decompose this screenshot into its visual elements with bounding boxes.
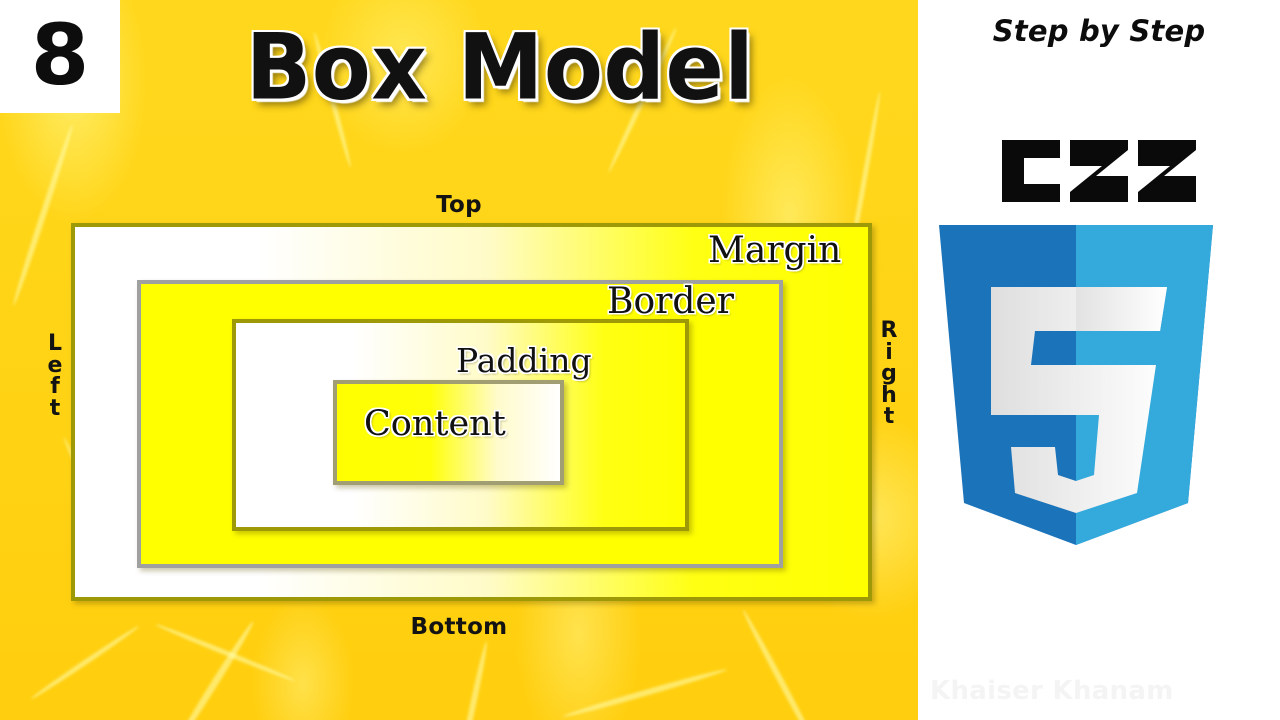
edge-label-top: Top: [436, 192, 482, 218]
page-title: Box Model: [150, 8, 850, 128]
edge-label-right-char: h: [881, 382, 897, 408]
edge-label-left-char: L: [47, 331, 63, 356]
box-layer-content: [333, 380, 564, 485]
edge-label-right-char: g: [881, 361, 897, 387]
edge-label-right-char: i: [885, 339, 893, 365]
edge-label-left-char: e: [47, 352, 63, 378]
css-wordmark-icon: [918, 140, 1280, 202]
page-title-text: Box Model: [245, 15, 755, 122]
edge-label-left: L e f t: [38, 333, 72, 419]
box-label-padding: Padding: [456, 341, 592, 380]
watermark: Khaiser Khanam: [930, 676, 1174, 706]
edge-label-right-char: t: [883, 404, 895, 430]
edge-label-left-char: f: [50, 374, 60, 400]
css3-shield-logo: [931, 225, 1221, 545]
slide-number-badge: 8: [0, 0, 120, 113]
edge-label-right-char: R: [880, 318, 898, 343]
edge-label-bottom: Bottom: [410, 614, 508, 640]
box-label-margin: Margin: [708, 230, 842, 271]
box-model-diagram: Top Bottom L e f t R i g h t Margin Bord…: [0, 180, 918, 670]
edge-label-left-char: t: [49, 395, 61, 421]
edge-label-right: R i g h t: [872, 320, 906, 428]
box-label-border: Border: [607, 281, 734, 322]
slide-number: 8: [30, 5, 90, 104]
box-label-content: Content: [364, 404, 506, 444]
tagline: Step by Step: [992, 14, 1206, 48]
